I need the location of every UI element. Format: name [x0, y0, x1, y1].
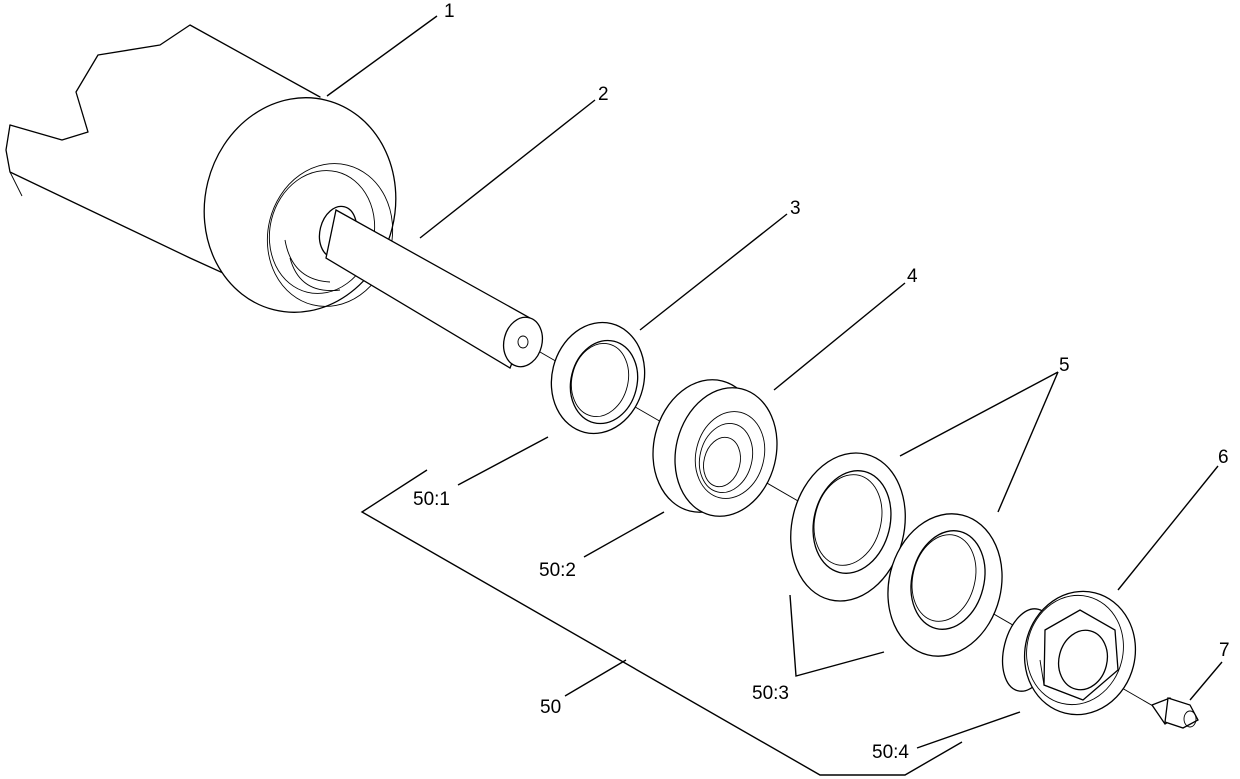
shaft-part-2: [318, 205, 544, 369]
leader-4: [773, 282, 906, 391]
callout-50-3: 50:3: [752, 683, 789, 704]
callout-labels: 1 2 3 4 5 6 7 50:1 50:2 50:3 50:4 50: [413, 1, 1230, 763]
leader-5a: [899, 371, 1059, 457]
leader-50: [564, 659, 627, 697]
leader-7: [1189, 661, 1223, 701]
leader-5b: [997, 371, 1059, 513]
callout-4: 4: [907, 266, 918, 287]
washer-part-5b: [887, 513, 1003, 657]
leader-1: [326, 15, 438, 97]
leader-6: [1117, 465, 1219, 591]
leader-50-4: [916, 711, 1021, 749]
washer-part-5a: [790, 452, 906, 602]
callout-50: 50: [540, 697, 561, 718]
callout-50-4: 50:4: [872, 742, 909, 763]
callout-2: 2: [598, 84, 609, 105]
seal-part-3: [550, 321, 646, 435]
callout-5: 5: [1059, 355, 1070, 376]
housing-part-1: [5, 24, 397, 313]
grease-fitting-part-7: [1151, 697, 1199, 729]
leader-2: [419, 99, 596, 239]
leader-50-3: [789, 594, 885, 677]
flange-nut-part-6: [1001, 590, 1137, 716]
callout-50-2: 50:2: [539, 560, 576, 581]
callout-7: 7: [1219, 640, 1230, 661]
bracket-50: [360, 469, 963, 776]
leader-3: [639, 213, 788, 331]
callout-6: 6: [1218, 447, 1229, 468]
callout-3: 3: [790, 198, 801, 219]
leader-50-1: [457, 436, 549, 486]
callout-1: 1: [444, 1, 455, 22]
leader-50-2: [583, 511, 665, 558]
callout-50-1: 50:1: [413, 489, 450, 510]
bearing-part-4: [652, 379, 778, 517]
leader-lines: [326, 15, 1223, 776]
